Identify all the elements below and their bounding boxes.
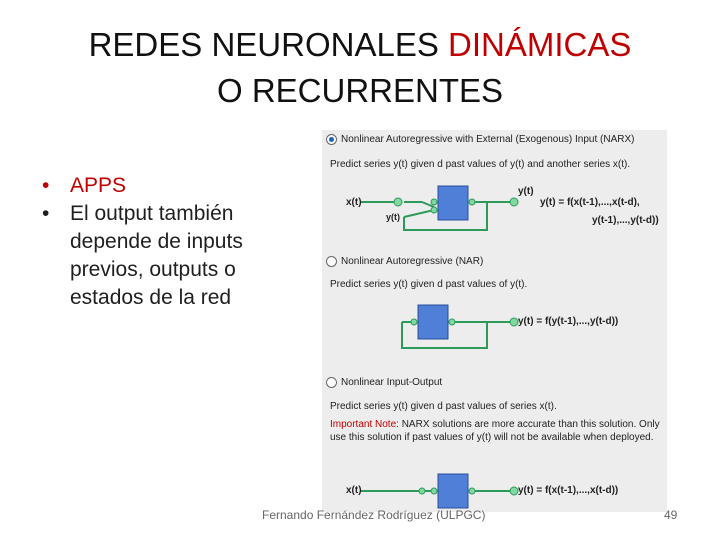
io-result-node xyxy=(509,486,519,496)
option-nar-desc: Predict series y(t) given d past values … xyxy=(330,279,528,290)
radio-selected-icon[interactable] xyxy=(326,134,337,145)
bullet-list: •APPS •El output también depende de inpu… xyxy=(40,172,300,312)
nar-result-node xyxy=(509,317,519,327)
narx-output-node xyxy=(468,198,476,206)
io-diagram xyxy=(360,473,519,509)
bullet-apps: •APPS xyxy=(40,172,300,200)
option-narx-label: Nonlinear Autoregressive with External (… xyxy=(341,134,635,145)
important-note-text: NARX solutions are more accurate than th… xyxy=(330,419,660,443)
slide-footer: Fernando Fernández Rodríguez (ULPGC) xyxy=(262,508,486,522)
narx-result-node xyxy=(509,197,519,207)
io-delay-node xyxy=(418,487,426,495)
option-nar[interactable]: Nonlinear Autoregressive (NAR) xyxy=(326,256,483,267)
io-network-block xyxy=(437,473,469,509)
nar-equation: y(t) = f(y(t-1),...,y(t-d)) xyxy=(518,316,619,327)
bullet-output: •El output también depende de inputs pre… xyxy=(42,202,243,309)
title-line-2: O RECURRENTES xyxy=(216,72,504,109)
radio-unselected-icon[interactable] xyxy=(326,256,337,267)
narx-equation-line2: y(t-1),...,y(t-d)) xyxy=(592,215,659,226)
option-io-label: Nonlinear Input-Output xyxy=(341,377,443,388)
title-highlight: DINÁMICAS xyxy=(448,26,632,63)
important-note-label: Important Note: xyxy=(330,419,399,430)
option-narx-desc: Predict series y(t) given d past values … xyxy=(330,159,631,170)
slide-title: REDES NEURONALES DINÁMICAS O RECURRENTES xyxy=(40,22,680,114)
narx-input-node xyxy=(393,197,403,207)
narx-equation-line1: y(t) = f(x(t-1),...,x(t-d), xyxy=(540,197,640,208)
option-io[interactable]: Nonlinear Input-Output xyxy=(326,377,442,388)
network-type-panel: Nonlinear Autoregressive with External (… xyxy=(322,130,667,512)
narx-y-output-label: y(t) xyxy=(518,186,534,197)
network-diagrams xyxy=(360,185,519,509)
option-io-desc: Predict series y(t) given d past values … xyxy=(330,401,557,412)
io-equation: y(t) = f(x(t-1),...,x(t-d)) xyxy=(518,485,619,496)
nar-network-block xyxy=(417,304,449,340)
nar-output-node xyxy=(448,318,456,326)
narx-diagram xyxy=(360,185,519,231)
io-input-node xyxy=(430,487,438,495)
io-x-label: x(t) xyxy=(346,485,362,496)
page-number: 49 xyxy=(664,508,678,522)
narx-y-input-label: y(t) xyxy=(386,212,400,222)
bullet-dot: • xyxy=(42,174,50,197)
narx-network-block xyxy=(437,185,469,221)
narx-feedback-node xyxy=(430,206,438,214)
nar-diagram xyxy=(401,304,519,349)
narx-delay-node xyxy=(430,198,438,206)
option-nar-label: Nonlinear Autoregressive (NAR) xyxy=(341,256,484,267)
title-line-1: REDES NEURONALES DINÁMICAS xyxy=(88,26,632,63)
radio-unselected-icon[interactable] xyxy=(326,377,337,388)
io-output-node xyxy=(468,487,476,495)
narx-x-label: x(t) xyxy=(346,197,362,208)
important-note: Important Note: NARX solutions are more … xyxy=(330,419,660,444)
option-narx[interactable]: Nonlinear Autoregressive with External (… xyxy=(326,134,634,145)
nar-delay-node xyxy=(410,318,418,326)
bullet-dot: • xyxy=(42,202,50,225)
